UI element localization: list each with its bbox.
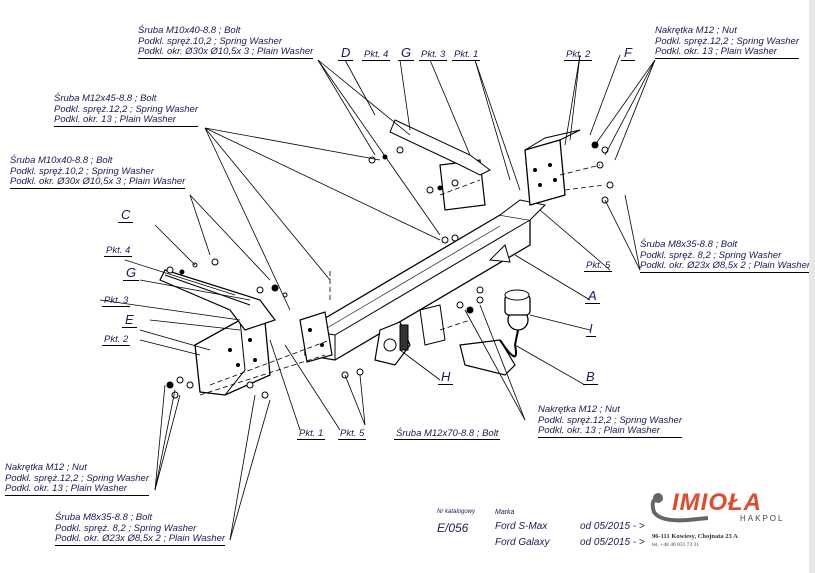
tag-pkt-5-right: Pkt. 5 <box>584 260 613 272</box>
callout-center-nut: Nakrętka M12 ; Nut Podkl. spręż.12,2 ; S… <box>538 404 682 438</box>
tag-pkt-2-top: Pkt. 2 <box>564 49 593 61</box>
callout-bolt-m12x70: Śruba M12x70-8.8 ; Bolt <box>394 428 501 440</box>
model-from-0: od 05/2015 - > <box>580 521 645 532</box>
bracket-E <box>194 319 271 396</box>
page-edge <box>809 0 815 573</box>
callout-bottom-left-nut: Nakrętka M12 ; Nut Podkl. spręż.12,2 ; S… <box>5 462 149 496</box>
catalog-label: Nr katalogowy <box>437 509 476 515</box>
part-letter-F: F <box>621 46 635 61</box>
company-sub-brand: HAKPOL <box>740 514 785 523</box>
brand-label: Marka <box>495 509 515 516</box>
logo-hook-icon <box>650 493 708 523</box>
tag-pkt-1-bottom: Pkt. 1 <box>297 428 326 440</box>
tag-pkt-5-bottom: Pkt. 5 <box>338 428 367 440</box>
company-address: 96-111 Kowiesy, Chojnata 23 A <box>652 533 738 540</box>
part-letter-D: D <box>338 46 354 61</box>
mount-bracket-H <box>419 304 446 346</box>
assembly-lines <box>199 164 606 396</box>
model-name-0: Ford S-Max <box>495 521 548 532</box>
part-letter-I: I <box>586 322 596 337</box>
towball-B <box>459 309 529 376</box>
part-letter-G-top: G <box>398 46 415 61</box>
part-letter-B: B <box>583 370 598 385</box>
part-letter-E: E <box>122 313 137 328</box>
tag-pkt-4: Pkt. 4 <box>362 49 391 61</box>
callout-top-right-nut: Nakrętka M12 ; Nut Podkl. spręż.12,2 ; S… <box>655 25 799 59</box>
tag-pkt-3-top: Pkt. 3 <box>419 49 448 61</box>
part-letter-H: H <box>438 370 454 385</box>
left-mount-plate <box>299 311 333 363</box>
company-logo-text: IMIOŁA <box>672 489 762 516</box>
tag-pkt-3-left: Pkt. 3 <box>102 295 131 307</box>
tag-pkt-4-left: Pkt. 4 <box>104 245 133 257</box>
fasteners <box>166 141 614 399</box>
callout-top-left-bolt: Śruba M10x40-8.8 ; Bolt Podkl. spręż.10,… <box>138 25 314 59</box>
callout-right-bolt-m8: Śruba M8x35-8.8 ; Bolt Podkl. spręż. 8,2… <box>640 239 811 273</box>
bracket-F <box>524 129 581 206</box>
plate-G-upper <box>389 119 491 211</box>
part-letter-C: C <box>118 208 134 223</box>
model-name-1: Ford Galaxy <box>495 537 550 548</box>
ball-cap-I <box>504 289 531 316</box>
catalog-number: E/056 <box>437 521 469 535</box>
callout-bottom-left-bolt: Śruba M8x35-8.8 ; Bolt Podkl. spręż. 8,2… <box>55 512 226 546</box>
tag-pkt-1-top: Pkt. 1 <box>452 49 481 61</box>
callout-left-bolt-m12: Śruba M12x45-8.8 ; Bolt Podkl. spręż.12,… <box>54 93 198 127</box>
part-letter-A: A <box>585 289 600 304</box>
socket-H <box>374 321 411 366</box>
part-letter-G-left: G <box>123 266 140 281</box>
model-from-1: od 05/2015 - > <box>580 537 645 548</box>
company-phone: tel. +48 46 831 73 31 <box>652 542 700 548</box>
tag-pkt-2-left: Pkt. 2 <box>102 334 131 346</box>
callout-left-bolt-m10: Śruba M10x40-8.8 ; Bolt Podkl. spręż.10,… <box>10 155 186 189</box>
arm-G <box>159 269 276 331</box>
leader-lines <box>99 54 656 541</box>
